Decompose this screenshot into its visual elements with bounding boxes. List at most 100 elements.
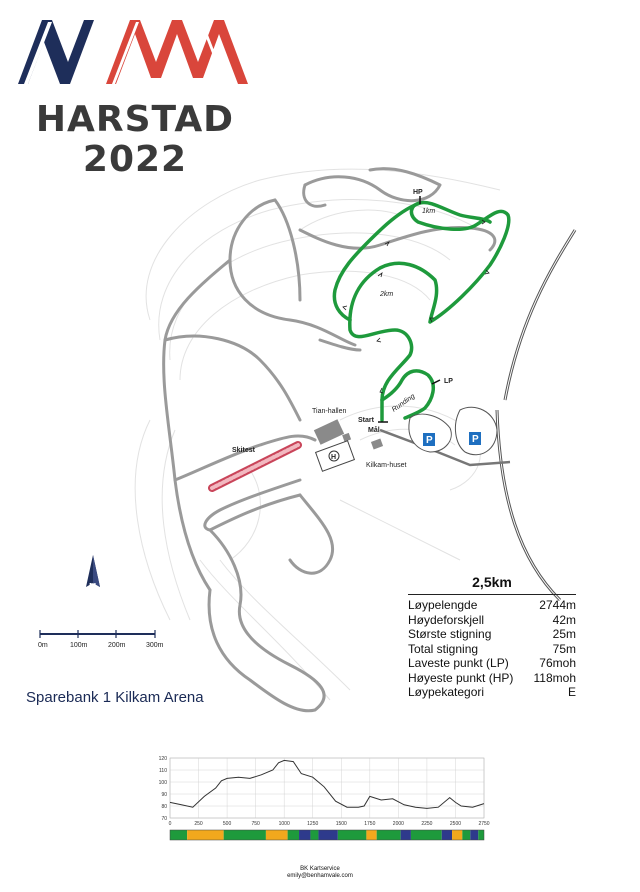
parking-label-2: P <box>472 434 479 445</box>
stats-label: Total stigning <box>408 641 479 656</box>
km1-label: 1km <box>422 208 435 215</box>
x-tick-label: 2250 <box>421 821 432 827</box>
stats-label: Laveste punkt (LP) <box>408 656 509 670</box>
category-segment <box>470 830 479 840</box>
category-segment <box>310 830 319 840</box>
y-tick-label: 120 <box>159 756 168 762</box>
category-segment <box>337 830 367 840</box>
stats-row: Laveste punkt (LP) 76moh <box>408 656 576 671</box>
title-line-2: 2022 <box>82 139 188 180</box>
category-segment <box>452 830 463 840</box>
runding-label: Runding <box>391 393 416 414</box>
x-tick-label: 500 <box>223 821 232 827</box>
category-bar-frame <box>169 829 485 841</box>
category-segment <box>376 830 401 840</box>
x-tick-label: 2500 <box>450 821 461 827</box>
stats-divider <box>408 594 576 595</box>
stats-value: 118moh <box>533 670 576 685</box>
scale-tick-2: 200m <box>108 642 126 649</box>
category-segment <box>265 830 288 840</box>
x-tick-label: 1750 <box>364 821 375 827</box>
y-tick-label: 90 <box>161 792 167 798</box>
parking-lot-2 <box>454 406 498 456</box>
stats-value: 76moh <box>539 656 576 670</box>
access-road <box>379 428 511 467</box>
stats-value: 75m <box>552 641 576 656</box>
course-map: H P P HP 1km 2km LP Runding Start Mål Ti… <box>38 167 577 713</box>
stats-value: E <box>567 685 576 699</box>
category-segment <box>287 830 300 840</box>
lp-marker <box>431 379 441 385</box>
stats-label: Høyeste punkt (HP) <box>408 670 514 685</box>
stats-value: 25m <box>552 627 576 641</box>
scale-tick-3: 300m <box>146 642 164 649</box>
ski-trails <box>162 167 497 713</box>
north-arrow-icon <box>86 555 100 587</box>
km2-label: 2km <box>379 291 393 298</box>
parking-icon-2 <box>469 432 481 445</box>
y-tick-label: 110 <box>159 768 167 774</box>
stats-value: 2744m <box>539 598 576 612</box>
mal-label: Mål <box>368 426 380 434</box>
y-tick-label: 70 <box>161 816 167 822</box>
tian-hallen-label: Tian-hallen <box>312 408 346 415</box>
stats-label: Høydeforskjell <box>408 612 485 627</box>
category-segment <box>478 830 484 840</box>
parking-label-1: P <box>426 435 433 446</box>
scale-tick-0: 0m <box>38 642 48 649</box>
category-segment <box>170 830 188 840</box>
hp-label: HP <box>413 189 423 196</box>
stats-row: Høydeforskjell 42m <box>408 613 576 628</box>
skitest-label: Skitest <box>232 447 256 454</box>
x-tick-label: 250 <box>194 821 203 827</box>
stats-label: Løypekategori <box>408 685 485 699</box>
lp-label: LP <box>444 378 453 385</box>
stats-row: Løypekategori E <box>408 685 576 700</box>
stats-value: 42m <box>552 612 576 627</box>
category-bar <box>169 829 485 841</box>
road <box>503 229 577 401</box>
scale-tick-1: 100m <box>70 642 88 649</box>
helipad-label: H <box>331 454 336 461</box>
stats-row: Største stigning 25m <box>408 627 576 642</box>
profile-frame <box>169 757 485 819</box>
title-line-1: HARSTAD <box>35 99 235 140</box>
category-segment <box>400 830 411 840</box>
arena-name: Sparebank 1 Kilkam Arena <box>26 689 204 706</box>
category-segment <box>299 830 311 840</box>
category-segment <box>318 830 338 840</box>
category-segment <box>462 830 471 840</box>
stats-row: Total stigning 75m <box>408 642 576 657</box>
footer-company: BK Kartservice <box>300 866 340 872</box>
footer: BK Kartservice emily@benhamvale.com <box>220 866 420 880</box>
helipad-icon <box>328 450 340 462</box>
x-tick-label: 1500 <box>336 821 347 827</box>
direction-arrows <box>342 219 490 394</box>
x-tick-label: 2750 <box>478 821 489 827</box>
kilkam-huset-building <box>370 438 384 450</box>
road-east <box>495 409 562 602</box>
tian-hallen-building <box>313 419 345 445</box>
logo-navy-stripes <box>24 22 104 84</box>
north-label: N <box>89 582 96 593</box>
nm-logo <box>18 20 248 84</box>
logo-red-mark <box>106 20 248 84</box>
stats-label: Løypelengde <box>408 598 478 612</box>
profile-grid <box>169 757 485 819</box>
category-segment <box>441 830 453 840</box>
x-tick-label: 0 <box>169 821 172 827</box>
elevation-line <box>169 759 485 809</box>
category-segment <box>223 830 266 840</box>
x-tick-label: 1250 <box>307 821 318 827</box>
stats-row: Løypelengde 2744m <box>408 598 576 613</box>
parking-icon <box>423 433 435 446</box>
stats-label: Største stigning <box>408 627 492 641</box>
footer-email: emily@benhamvale.com <box>287 873 353 879</box>
stats-row: Høyeste punkt (HP) 118moh <box>408 671 576 686</box>
small-building <box>342 432 352 442</box>
race-course <box>332 200 511 422</box>
